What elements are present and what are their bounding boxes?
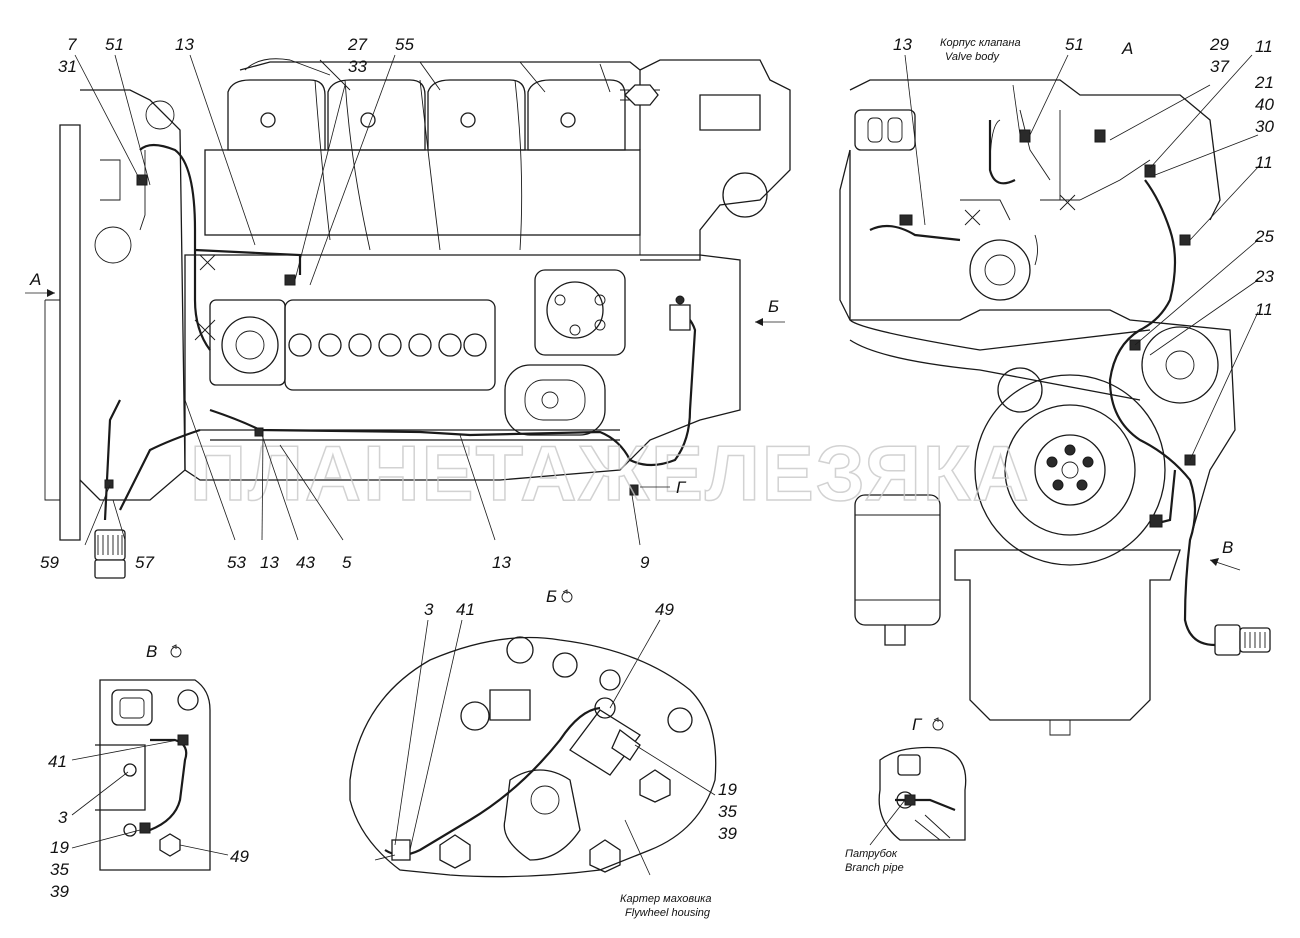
arrow-a-head bbox=[47, 289, 55, 297]
view-a-callout-23: 23 bbox=[1254, 267, 1274, 286]
watermark: ПЛАНЕТАЖЕЛЕЗЯКА bbox=[190, 429, 1031, 517]
view-g-heading: Г bbox=[912, 715, 944, 734]
view-v-label: В bbox=[146, 642, 157, 661]
view-a-label: А bbox=[1121, 39, 1133, 58]
view-v-callout-41: 41 bbox=[48, 752, 67, 771]
leader-lines bbox=[25, 54, 1261, 876]
view-a-callout-30: 30 bbox=[1255, 117, 1274, 136]
callout-5: 5 bbox=[342, 553, 352, 572]
view-b-callout-39: 39 bbox=[718, 824, 737, 843]
callout-57: 57 bbox=[135, 553, 154, 572]
view-a-callout-29: 29 bbox=[1209, 35, 1229, 54]
view-b-callout-3: 3 bbox=[424, 600, 434, 619]
view-arrow-v: В bbox=[1222, 538, 1233, 557]
view-a-callout-11-top: 11 bbox=[1255, 37, 1273, 56]
view-b-label: Б bbox=[546, 587, 557, 606]
view-a-callout-40: 40 bbox=[1255, 95, 1274, 114]
callout-51: 51 bbox=[105, 35, 124, 54]
callout-13: 13 bbox=[175, 35, 194, 54]
view-arrow-a: А bbox=[29, 270, 41, 289]
view-v-callout-39: 39 bbox=[50, 882, 69, 901]
view-b-callout-35: 35 bbox=[718, 802, 737, 821]
view-G-detail bbox=[878, 746, 967, 841]
view-B-detail bbox=[349, 636, 717, 878]
callout-13-lower: 13 bbox=[260, 553, 279, 572]
view-V-detail bbox=[95, 679, 211, 871]
view-a-callout-37: 37 bbox=[1210, 57, 1229, 76]
view-b-callout-41: 41 bbox=[456, 600, 475, 619]
callout-31: 31 bbox=[58, 57, 77, 76]
callout-13-middle: 13 bbox=[492, 553, 511, 572]
view-arrow-b: Б bbox=[768, 297, 779, 316]
view-v-callout-19: 19 bbox=[50, 838, 69, 857]
flywheel-housing-caption-en: Flywheel housing bbox=[625, 907, 711, 919]
injection-pump-plungers bbox=[288, 333, 487, 357]
view-b-callout-19: 19 bbox=[718, 780, 737, 799]
branch-pipe-caption-ru: Патрубок bbox=[845, 848, 898, 860]
view-g-label: Г bbox=[912, 715, 923, 734]
callout-55: 55 bbox=[395, 35, 414, 54]
engine-side-view bbox=[44, 58, 791, 579]
view-b-callout-49: 49 bbox=[655, 600, 674, 619]
view-b-heading: Б bbox=[546, 587, 573, 606]
view-a-callout-25: 25 bbox=[1254, 227, 1274, 246]
view-a-callout-51: 51 bbox=[1065, 35, 1084, 54]
callout-7: 7 bbox=[67, 35, 77, 54]
callout-43: 43 bbox=[296, 553, 315, 572]
damper-bolts bbox=[1046, 444, 1094, 491]
callout-59: 59 bbox=[40, 553, 59, 572]
arrow-b-head bbox=[755, 318, 763, 326]
flywheel-housing-caption-ru: Картер маховика bbox=[620, 893, 712, 905]
arrow-v-head bbox=[1210, 558, 1219, 566]
view-v-callout-3: 3 bbox=[58, 808, 68, 827]
view-v-callout-49: 49 bbox=[230, 847, 249, 866]
view-v-callout-35: 35 bbox=[50, 860, 69, 879]
view-a-callout-21: 21 bbox=[1254, 73, 1274, 92]
view-a-callout-11-mid: 11 bbox=[1255, 153, 1273, 172]
view-v-heading: В bbox=[146, 642, 182, 661]
callout-33: 33 bbox=[348, 57, 367, 76]
callout-53: 53 bbox=[227, 553, 246, 572]
callout-27: 27 bbox=[347, 35, 367, 54]
valve-body-caption-ru: Корпус клапана bbox=[940, 37, 1021, 49]
callout-9: 9 bbox=[640, 553, 650, 572]
view-a-callout-11-low: 11 bbox=[1255, 300, 1273, 319]
view-marker-g: Г bbox=[676, 478, 687, 497]
branch-pipe-caption-en: Branch pipe bbox=[845, 862, 904, 874]
valve-body-caption-en: Valve body bbox=[945, 51, 1001, 63]
view-A-front bbox=[839, 79, 1271, 736]
view-a-callout-13: 13 bbox=[893, 35, 912, 54]
